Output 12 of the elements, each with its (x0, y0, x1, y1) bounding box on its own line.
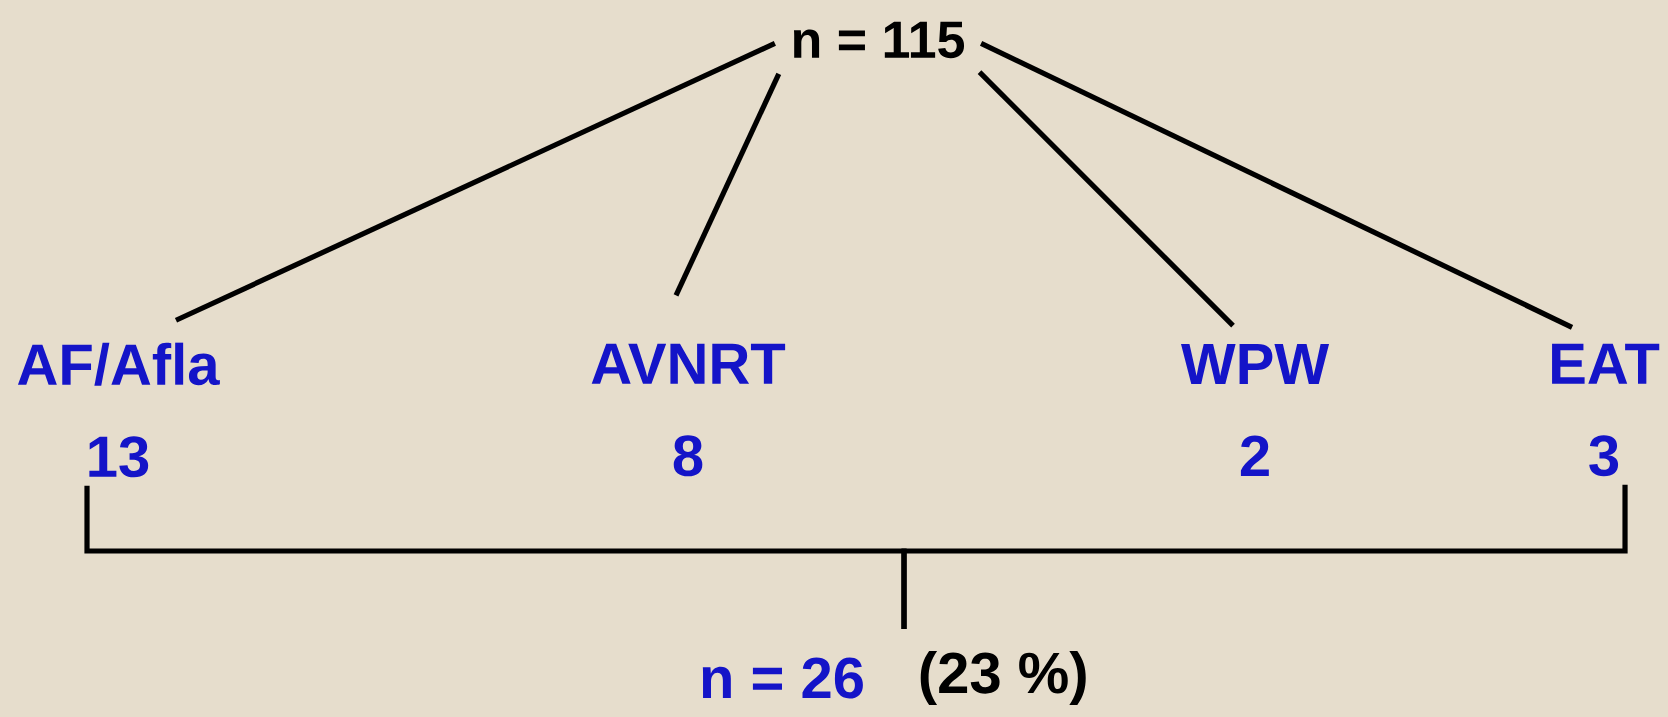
label-text: AVNRT 8 (591, 343, 786, 477)
label-text: n = 115 (793, 21, 965, 59)
bracket-line (901, 484, 1628, 630)
connector-line (979, 41, 1574, 330)
connector-line (977, 70, 1235, 328)
label-text: AF/Afla 13 (17, 342, 220, 478)
connector-line (673, 72, 782, 297)
label-text: EAT 3 (1552, 343, 1660, 477)
percentage-text: (23 %) (920, 650, 1086, 706)
connector-line (174, 41, 776, 323)
label-text: n = 26 (702, 657, 863, 699)
label-text: WPW 2 (1181, 344, 1330, 476)
